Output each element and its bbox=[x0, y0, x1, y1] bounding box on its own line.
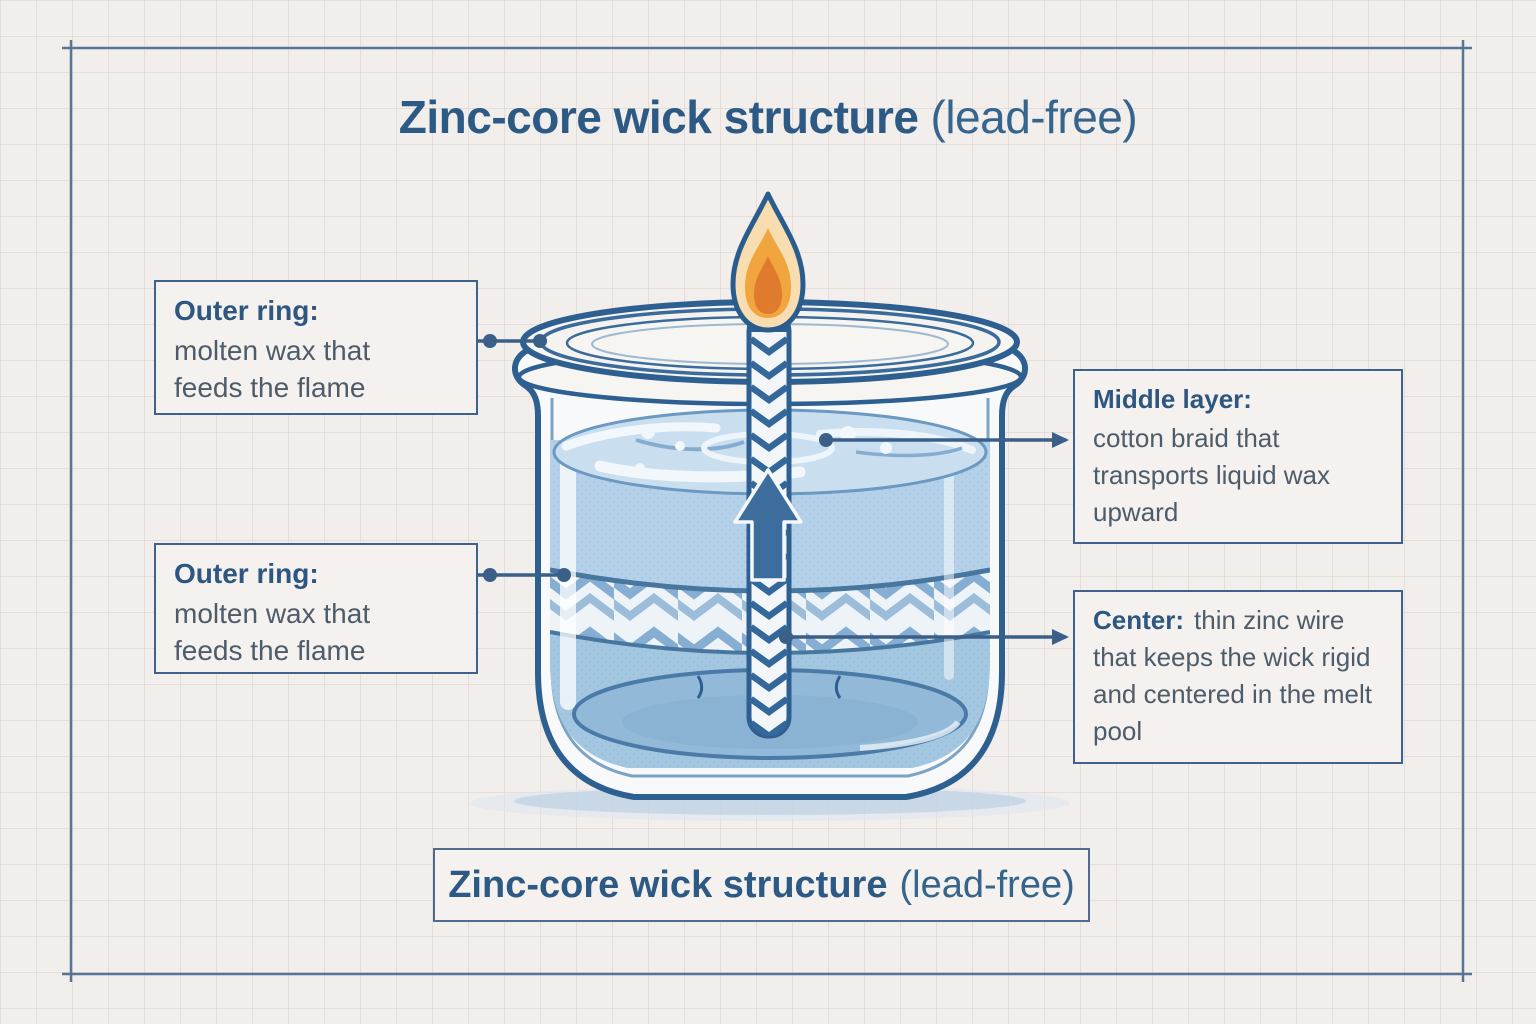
diagram-frame bbox=[62, 40, 1472, 982]
page-title-main: Zinc-core wick structure bbox=[398, 91, 919, 143]
bottom-caption-main: Zinc-core wick structure bbox=[448, 863, 888, 906]
callout-heading: Outer ring: bbox=[174, 558, 319, 589]
connector-line-middle-layer bbox=[819, 432, 1069, 448]
page-title-suffix: (lead-free) bbox=[930, 91, 1138, 143]
callout-middle-layer: Middle layer: cotton braid that transpor… bbox=[1073, 369, 1403, 544]
callout-heading: Center: bbox=[1093, 605, 1185, 635]
callout-outer-ring-top: Outer ring: molten wax that feeds the fl… bbox=[154, 280, 478, 415]
callout-body: molten wax that feeds the flame bbox=[174, 597, 371, 667]
upward-arrow-icon bbox=[733, 468, 803, 582]
flame-icon bbox=[730, 191, 806, 333]
callout-center: Center:thin zinc wire that keeps the wic… bbox=[1073, 590, 1403, 764]
callout-body: cotton braid that transports liquid wax … bbox=[1093, 422, 1330, 527]
bottom-caption-box: Zinc-core wick structure (lead-free) bbox=[433, 848, 1090, 922]
bottom-caption-suffix: (lead-free) bbox=[899, 863, 1075, 906]
callout-body: molten wax that feeds the flame bbox=[174, 334, 371, 404]
connector-line-outer-ring-bottom bbox=[478, 568, 571, 582]
callout-heading: Middle layer: bbox=[1093, 384, 1252, 414]
callout-body: thin zinc wire that keeps the wick rigid… bbox=[1093, 605, 1372, 746]
wick-base-marks bbox=[696, 675, 842, 699]
callout-outer-ring-bottom: Outer ring: molten wax that feeds the fl… bbox=[154, 543, 478, 674]
connector-line-center bbox=[779, 629, 1069, 645]
page-title: Zinc-core wick structure(lead-free) bbox=[0, 90, 1536, 144]
callout-heading: Outer ring: bbox=[174, 295, 319, 326]
connector-line-outer-ring-top bbox=[478, 334, 547, 348]
